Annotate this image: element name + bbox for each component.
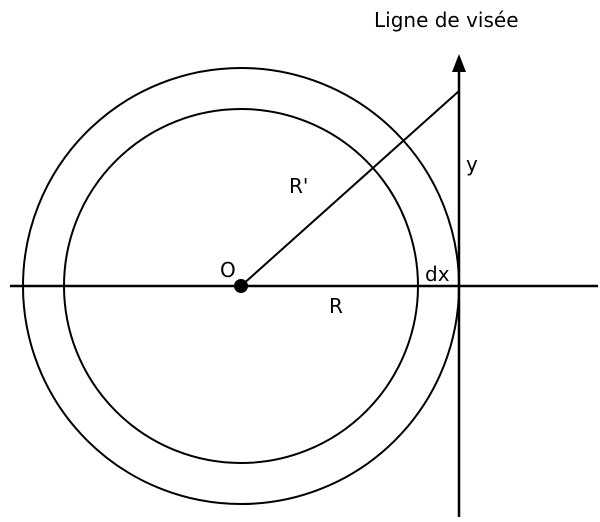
line-of-sight-label: Ligne de visée bbox=[374, 8, 519, 32]
center-point bbox=[234, 279, 248, 293]
radius-r-prime bbox=[240, 90, 460, 287]
r-label: R bbox=[329, 294, 343, 318]
origin-label: O bbox=[220, 258, 236, 282]
line-of-sight-arrowhead bbox=[452, 54, 466, 72]
dx-label: dx bbox=[425, 262, 450, 286]
r-prime-label: R' bbox=[289, 174, 308, 198]
y-label: y bbox=[466, 152, 478, 176]
